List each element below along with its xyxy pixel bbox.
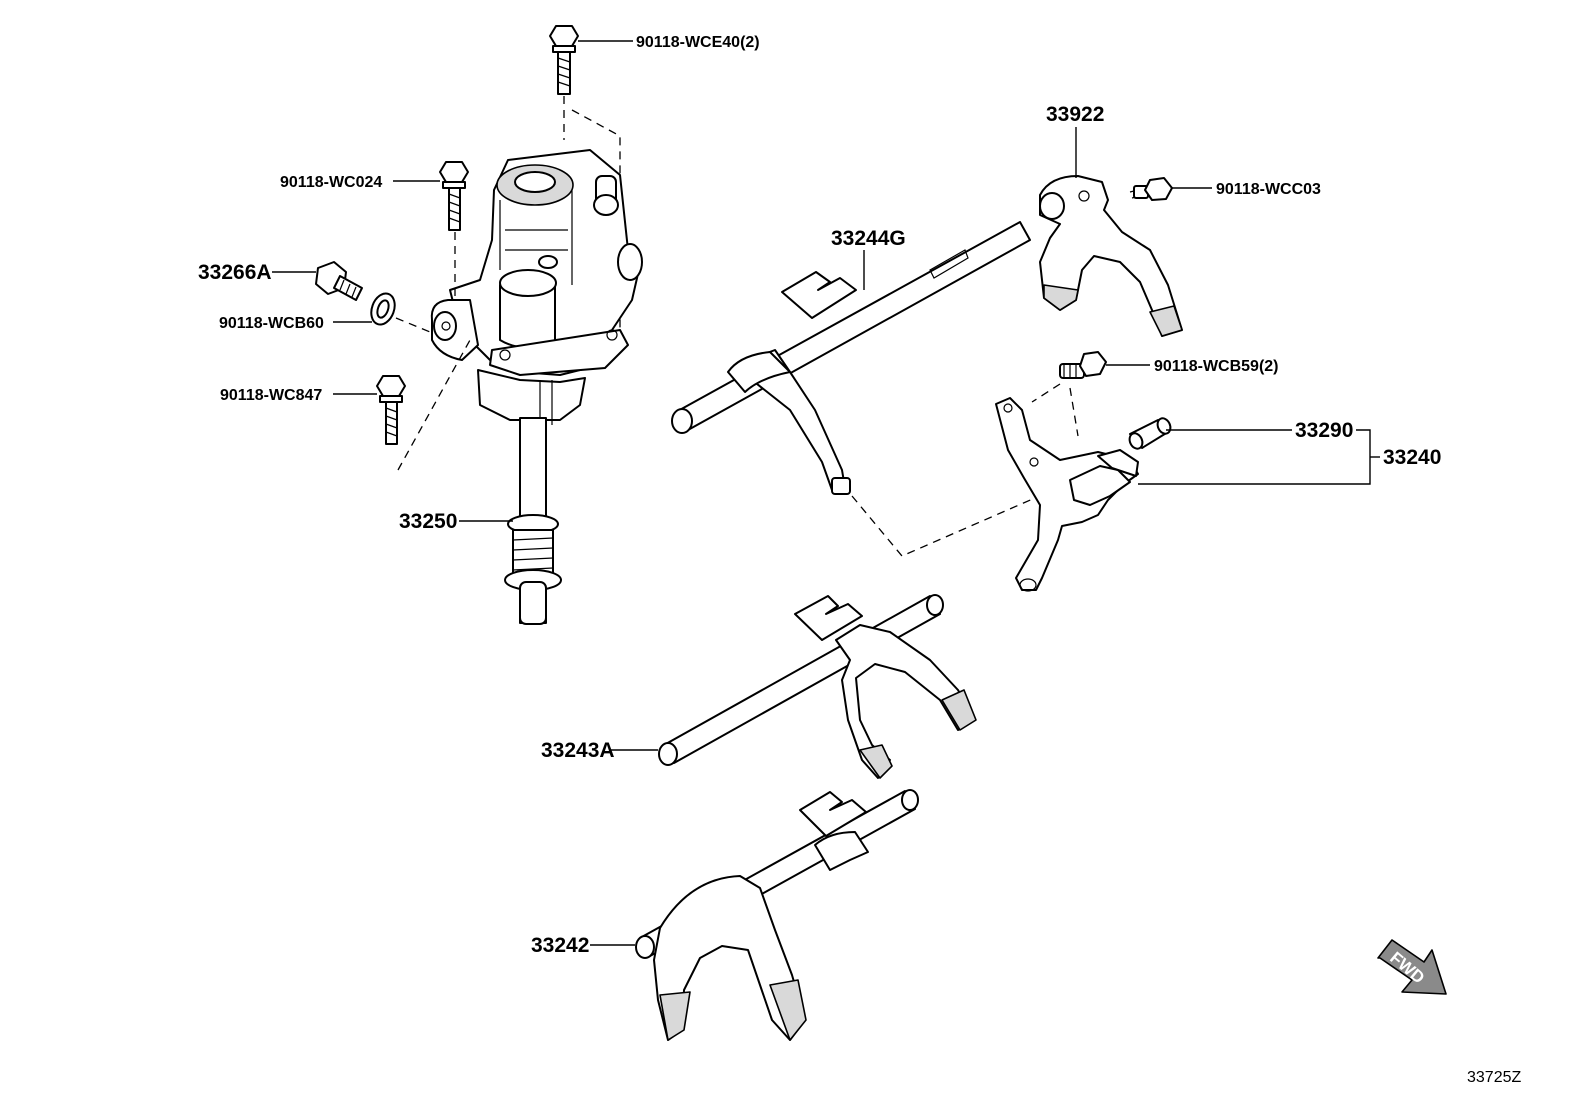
bolt-wc024: [439, 161, 469, 231]
shift-shaft-33250: [504, 417, 562, 625]
label-bolt-wc024: 90118-WC024: [280, 174, 382, 191]
label-gasket-wcb60: 90118-WCB60: [219, 315, 324, 332]
lever-assembly-33240: [995, 397, 1139, 592]
label-shaft-33250: 33250: [399, 510, 457, 533]
label-pin-33290: 33290: [1295, 419, 1353, 442]
plug-33266a: [315, 261, 363, 301]
diagram-code: 33725Z: [1467, 1069, 1521, 1086]
bolt-wcc03: [1129, 177, 1173, 201]
bolt-wc847: [376, 375, 406, 445]
label-bolt-wc847: 90118-WC847: [220, 387, 322, 404]
shift-control-housing: [430, 149, 643, 425]
label-shaft-33244g: 33244G: [831, 227, 906, 250]
fork-33922: [1039, 175, 1183, 337]
label-shaft-33242: 33242: [531, 934, 589, 957]
bolt-wce40: [549, 25, 579, 95]
gasket-wcb60: [370, 292, 396, 326]
shift-shaft-33242: [635, 789, 919, 1041]
label-bolt-wcc03: 90118-WCC03: [1216, 181, 1321, 198]
label-plug-33266a: 33266A: [198, 261, 272, 284]
label-fork-33922: 33922: [1046, 103, 1104, 126]
label-bolt-wce40: 90118-WCE40(2): [636, 34, 760, 51]
bolt-wcb59: [1059, 351, 1107, 379]
shift-shaft-33243a: [658, 594, 977, 779]
label-assy-33240: 33240: [1383, 446, 1441, 469]
label-bolt-wcb59: 90118-WCB59(2): [1154, 358, 1279, 375]
pin-33290: [1128, 417, 1172, 450]
shift-shaft-33244g: [671, 221, 1031, 495]
forward-arrow-icon: FWD: [1377, 939, 1447, 995]
label-shaft-33243a: 33243A: [541, 739, 615, 762]
